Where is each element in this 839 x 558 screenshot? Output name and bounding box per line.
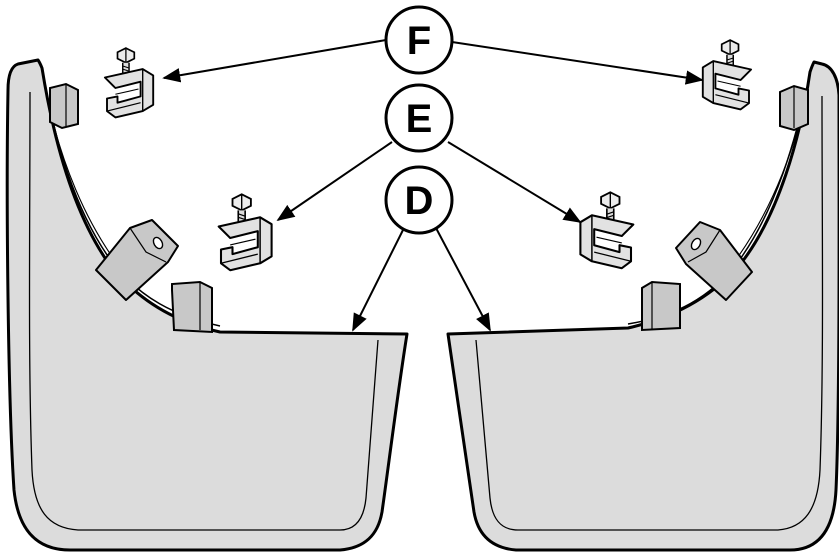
clip-fastener-right-lower xyxy=(579,191,635,270)
leader-arrows xyxy=(162,39,704,332)
clip-fastener-right-upper xyxy=(701,39,753,111)
callout-d-label: D xyxy=(405,179,434,223)
callout-d: D xyxy=(384,165,454,235)
callout-e-label: E xyxy=(406,97,433,141)
arrow-e-left xyxy=(276,141,393,222)
left-mud-flap xyxy=(5,58,409,552)
arrow-f-left xyxy=(162,39,387,83)
right-mud-flap xyxy=(446,60,839,552)
clip-fastener-left-lower xyxy=(217,193,273,272)
arrow-f-right xyxy=(451,41,704,85)
clip-fastener-left-upper xyxy=(103,47,155,119)
arrow-d-right xyxy=(435,227,491,332)
arrow-d-left xyxy=(352,227,405,332)
callout-f-label: F xyxy=(407,19,431,63)
callout-e: E xyxy=(384,83,454,153)
arrow-e-right xyxy=(447,141,582,223)
callout-f: F xyxy=(384,5,454,75)
